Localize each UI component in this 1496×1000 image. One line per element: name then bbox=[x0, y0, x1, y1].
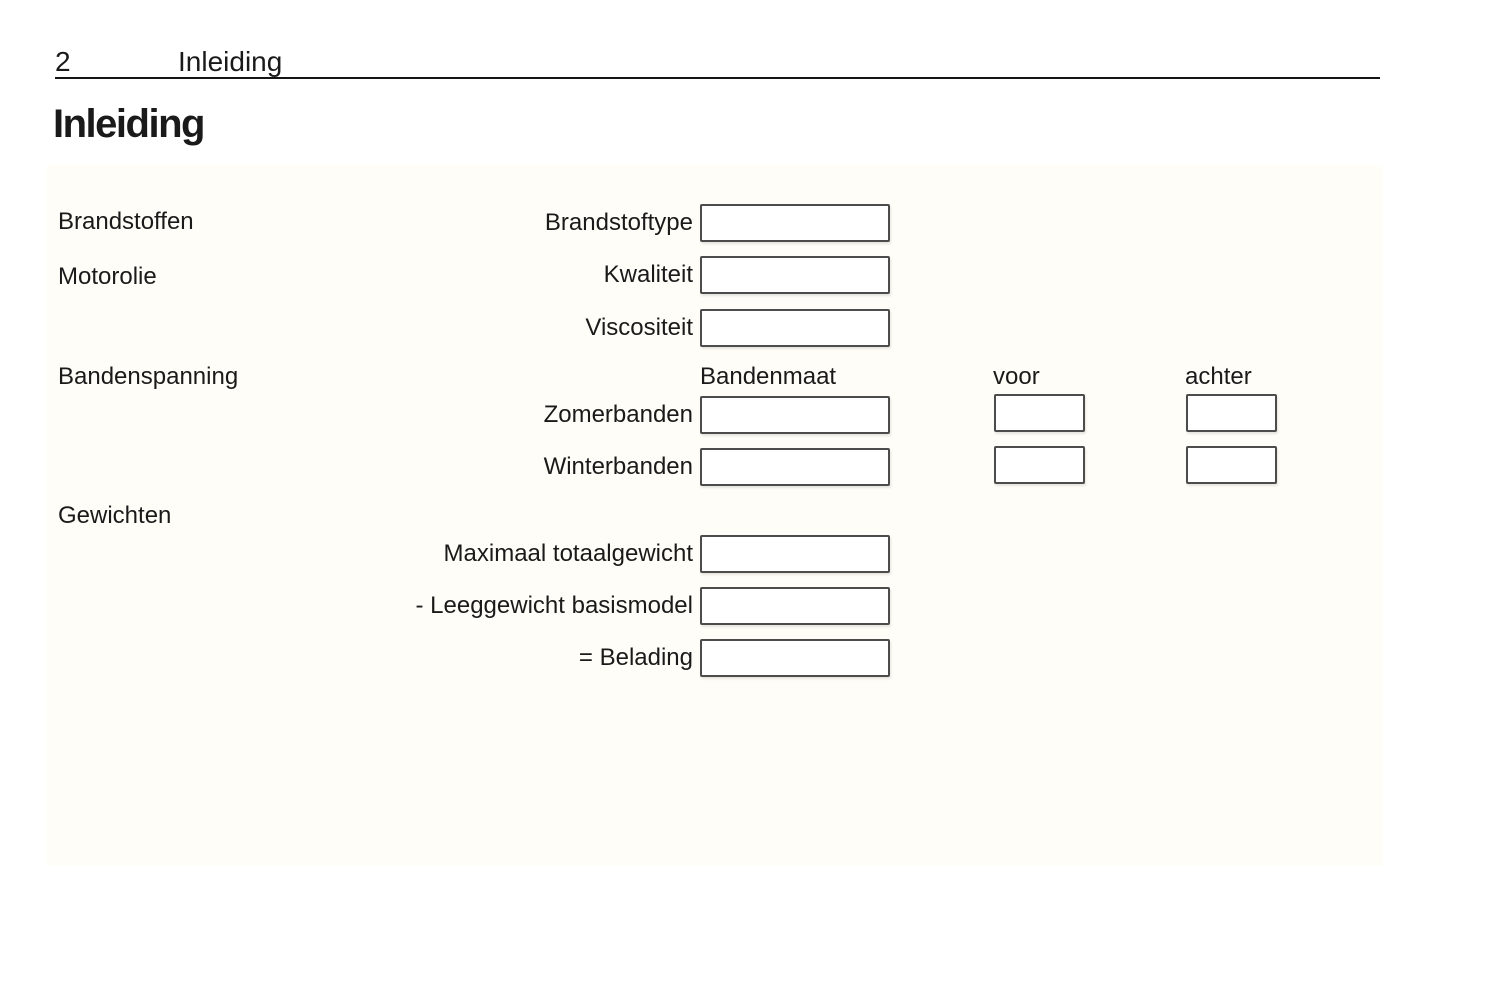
header-rule bbox=[55, 77, 1380, 79]
section-label-gewichten: Gewichten bbox=[58, 502, 172, 529]
viscositeit-label: Viscositeit bbox=[585, 314, 693, 341]
viscositeit-input[interactable] bbox=[700, 309, 890, 347]
page-number: 2 bbox=[55, 46, 71, 77]
winterbanden-size-input[interactable] bbox=[700, 448, 890, 486]
kwaliteit-input[interactable] bbox=[700, 256, 890, 294]
section-label-motorolie: Motorolie bbox=[58, 263, 157, 290]
column-header-voor: voor bbox=[993, 363, 1040, 390]
brandstoftype-label: Brandstoftype bbox=[544, 209, 693, 236]
brandstoftype-input[interactable] bbox=[700, 204, 890, 242]
winterbanden-label: Winterbanden bbox=[543, 453, 693, 480]
winterbanden-achter-input[interactable] bbox=[1186, 446, 1277, 484]
belading-label: = Belading bbox=[578, 644, 693, 671]
section-label-bandenspanning: Bandenspanning bbox=[58, 363, 239, 390]
running-chapter-title: Inleiding bbox=[178, 46, 283, 77]
winterbanden-voor-input[interactable] bbox=[994, 446, 1085, 484]
kwaliteit-label: Kwaliteit bbox=[603, 261, 693, 288]
section-label-brandstoffen: Brandstoffen bbox=[58, 208, 194, 235]
max-totaalgewicht-input[interactable] bbox=[700, 535, 890, 573]
leeggewicht-basismodel-label: - Leeggewicht basismodel bbox=[415, 592, 694, 619]
belading-input[interactable] bbox=[700, 639, 890, 677]
leeggewicht-basismodel-input[interactable] bbox=[700, 587, 890, 625]
column-header-bandenmaat: Bandenmaat bbox=[700, 363, 837, 390]
zomerbanden-label: Zomerbanden bbox=[543, 401, 693, 428]
zomerbanden-size-input[interactable] bbox=[700, 396, 890, 434]
max-totaalgewicht-label: Maximaal totaalgewicht bbox=[443, 540, 693, 567]
zomerbanden-achter-input[interactable] bbox=[1186, 394, 1277, 432]
zomerbanden-voor-input[interactable] bbox=[994, 394, 1085, 432]
page-title: Inleiding bbox=[53, 102, 205, 146]
column-header-achter: achter bbox=[1185, 363, 1252, 390]
